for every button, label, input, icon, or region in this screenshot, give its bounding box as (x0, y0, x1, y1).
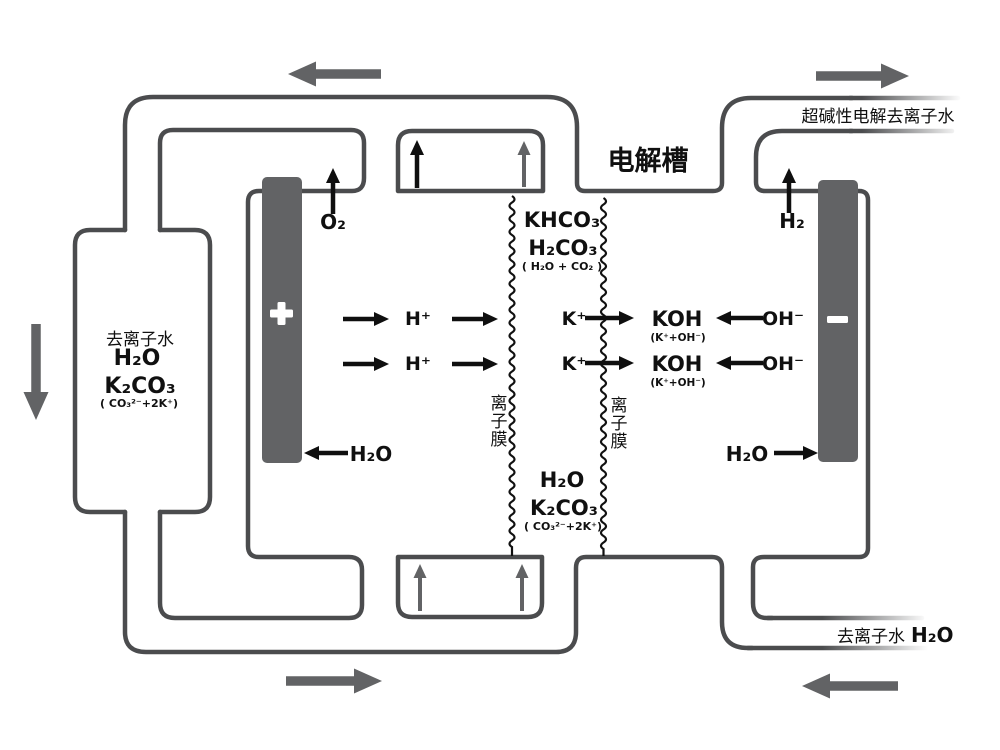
tank-salt: K₂CO₃ (104, 374, 175, 399)
membrane-left-char-3: 膜 (491, 430, 508, 450)
plus-symbol (270, 302, 293, 325)
tank-name: 去离子水 (106, 330, 174, 350)
ion-membrane-left (508, 195, 516, 556)
circulation-arrow-far-left (23, 324, 49, 420)
membrane-right-char-3: 膜 (611, 432, 628, 452)
center-bottom-water: H₂O (540, 468, 585, 492)
membrane-right-char-1: 离 (611, 396, 628, 416)
bottom-right-pipe-label-cn: 去离子水 (837, 627, 905, 647)
circulation-arrow-bottom-right (802, 673, 898, 699)
pipe-outer-bottom (122, 509, 755, 655)
top-header-arrow-black (410, 140, 424, 188)
top-header-arrow-gray (517, 141, 531, 187)
koh-ions-label-2: (K⁺+OH⁻) (650, 377, 705, 389)
membrane-left-char-1: 离 (491, 394, 508, 414)
pipe-cathode-loop (750, 128, 871, 621)
proton-arrow-2b (452, 357, 498, 371)
membrane-right-char-2: 子 (611, 414, 628, 434)
hydroxide-label-2: OH⁻ (762, 353, 804, 375)
proton-arrow-2a (343, 357, 389, 371)
potassium-arrow-1 (585, 311, 634, 325)
ion-membrane-right (599, 197, 608, 556)
minus-symbol (827, 316, 848, 323)
bottom-feed-header-box (395, 554, 545, 620)
anode-water-arrow (304, 446, 348, 460)
tank-water: H₂O (114, 346, 161, 371)
proton-label-1: H⁺ (405, 308, 431, 330)
cathode-water-label: H₂O (726, 442, 769, 466)
anode-water-label: H₂O (350, 442, 393, 466)
proton-label-2: H⁺ (405, 353, 431, 375)
pipe-inner-anode-loop (157, 127, 367, 621)
bottom-header-arrow-left (413, 564, 427, 611)
koh-label-2: KOH (652, 352, 703, 376)
hydrogen-label: H₂ (779, 209, 805, 233)
koh-label-1: KOH (652, 307, 703, 331)
top-gas-header-box (395, 128, 546, 194)
circulation-arrow-bottom-left (286, 668, 382, 694)
circulation-arrow-top-right (816, 63, 909, 89)
bottom-header-arrow-right (515, 564, 529, 611)
oxygen-up-arrow (326, 168, 340, 214)
membrane-left-char-2: 子 (491, 412, 508, 432)
potassium-label-2: K⁺ (562, 353, 587, 375)
left-tank-outline-left (72, 227, 128, 515)
hydroxide-arrow-1 (716, 311, 763, 325)
koh-ions-label-1: (K⁺+OH⁻) (650, 332, 705, 344)
oxygen-label: O₂ (320, 210, 346, 234)
hydrogen-up-arrow (782, 168, 796, 213)
potassium-arrow-2 (585, 356, 634, 370)
cathode-water-arrow (774, 446, 818, 460)
tank-salt-ions: ( CO₃²⁻+2K⁺) (100, 397, 178, 410)
potassium-label-1: K⁺ (562, 308, 587, 330)
hydroxide-label-1: OH⁻ (762, 308, 804, 330)
pipe-outer-top (122, 94, 855, 233)
proton-arrow-1b (452, 312, 498, 326)
bottom-right-pipe-label-formula: H₂O (911, 623, 954, 647)
flow-arrows (23, 61, 909, 699)
khco3-label: KHCO₃ (524, 208, 600, 232)
top-right-pipe-label: 超碱性电解去离子水 (802, 107, 955, 127)
circulation-arrow-top-left (288, 61, 381, 87)
left-tank-outline-right (157, 227, 213, 515)
center-bottom-salt: K₂CO₃ (530, 496, 598, 520)
h2co3-label: H₂CO₃ (528, 236, 597, 260)
cell-title: 电解槽 (608, 146, 689, 177)
hydroxide-arrow-2 (716, 356, 763, 370)
h2co3-decomp-label: ( H₂O + CO₂ ) (522, 260, 602, 273)
proton-arrow-1a (343, 312, 389, 326)
center-bottom-ions: ( CO₃²⁻+2K⁺) (524, 520, 602, 533)
